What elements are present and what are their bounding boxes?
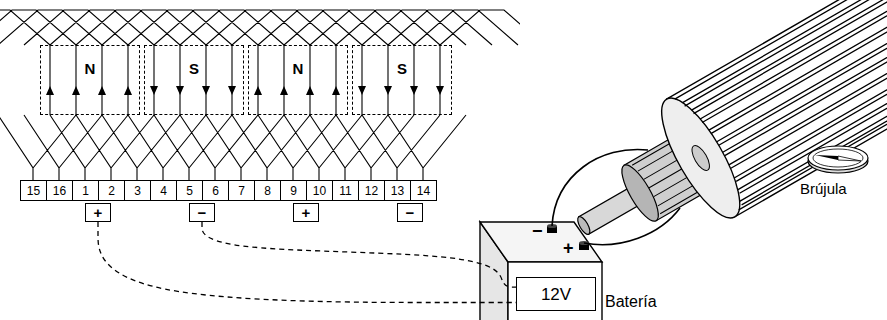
wire — [584, 208, 680, 245]
dashed-wire — [98, 222, 516, 303]
commutator-leads — [0, 115, 466, 180]
segment-number: 1 — [82, 184, 89, 198]
commutator-segment: 15 — [20, 180, 47, 201]
compass-needle-north — [815, 155, 838, 160]
winding — [0, 10, 520, 180]
core-slots — [675, 0, 887, 210]
magnetic-pole-region: S — [144, 45, 244, 115]
segment-number: 3 — [134, 184, 141, 198]
magnetic-pole-region: N — [40, 45, 140, 115]
pole-letter: N — [293, 60, 304, 77]
brush: + — [85, 203, 111, 222]
segment-number: 14 — [417, 184, 430, 198]
segment-number: 6 — [212, 184, 219, 198]
compass — [808, 146, 868, 173]
commutator-segment: 16 — [46, 180, 73, 201]
voltage-label: 12V — [541, 285, 571, 304]
pole-letter: N — [85, 60, 96, 77]
battery-label: Batería — [605, 292, 657, 311]
commutator-segment: 11 — [332, 180, 359, 201]
segment-number: 13 — [391, 184, 404, 198]
pole-letter: S — [397, 60, 407, 77]
segment-number: 11 — [339, 184, 351, 198]
battery — [480, 222, 602, 320]
brush-polarity: − — [198, 205, 207, 220]
brush-polarity: + — [94, 205, 103, 220]
wire — [552, 149, 648, 226]
commutator-segment: 4 — [150, 180, 177, 201]
segment-number: 10 — [313, 184, 326, 198]
brush: + — [293, 203, 319, 222]
segment-number: 15 — [27, 184, 40, 198]
commutator-segment: 7 — [228, 180, 255, 201]
brush-polarity: − — [406, 205, 415, 220]
compass-needle-south — [838, 156, 861, 161]
commutator-segment: 12 — [358, 180, 385, 201]
segment-number: 2 — [108, 184, 115, 198]
current-arrow-down — [150, 86, 444, 95]
terminal-sign: + — [563, 239, 574, 259]
brush: − — [397, 203, 423, 222]
brush: − — [189, 203, 215, 222]
commutator-segment: 10 — [306, 180, 333, 201]
commutator-segment: 5 — [176, 180, 203, 201]
commutator-segment: 6 — [202, 180, 229, 201]
segment-number: 4 — [160, 184, 167, 198]
shaft-hub — [689, 143, 713, 173]
brush-polarity: + — [302, 205, 311, 220]
segment-number: 7 — [238, 184, 245, 198]
battery-plate: 12VBatería — [516, 277, 596, 311]
commutator-segment: 8 — [254, 180, 281, 201]
segment-number: 8 — [264, 184, 271, 198]
battery-top — [480, 222, 602, 262]
commutator-segment: 3 — [124, 180, 151, 201]
armature — [546, 0, 887, 286]
coil-end-connections — [0, 10, 520, 45]
magnetic-pole-region: S — [352, 45, 452, 115]
pole-letter: S — [189, 60, 199, 77]
terminal-sign: − — [532, 222, 543, 242]
segment-number: 16 — [53, 184, 66, 198]
compass-face — [808, 146, 868, 170]
current-arrow-up — [46, 86, 340, 95]
commutator-segment: 13 — [384, 180, 411, 201]
commutator-segment: 2 — [98, 180, 125, 201]
segment-number: 12 — [365, 184, 378, 198]
compass-label: Brújula — [800, 181, 847, 198]
commutator-segment: 9 — [280, 180, 307, 201]
commutator-segment: 1 — [72, 180, 99, 201]
segment-number: 9 — [290, 184, 297, 198]
segment-number: 5 — [186, 184, 193, 198]
magnetic-pole-region: N — [248, 45, 348, 115]
dashed-wire — [202, 222, 516, 287]
commutator-segment: 14 — [410, 180, 437, 201]
compass-dial — [813, 149, 863, 167]
coil-conductors — [50, 45, 440, 115]
battery-front — [508, 262, 602, 320]
